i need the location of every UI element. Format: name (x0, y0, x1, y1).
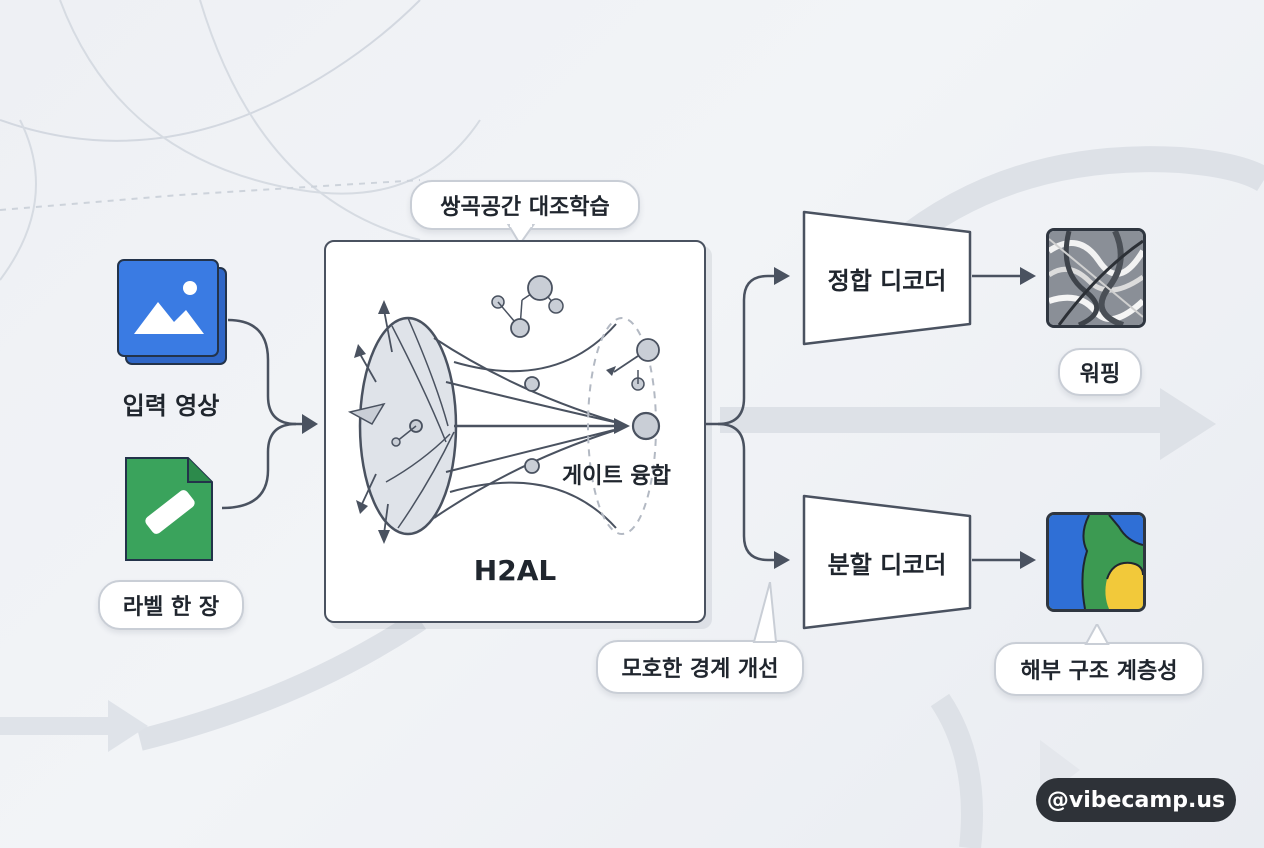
registration-decoder: 정합 디코더 (800, 206, 974, 350)
segmentation-pattern (1049, 515, 1143, 609)
decoder-shape (802, 494, 972, 630)
decoder-shape (802, 210, 972, 346)
watermark: @vibecamp.us (1036, 778, 1236, 822)
warp-pattern (1049, 231, 1143, 325)
warping-pill: 워핑 (1058, 348, 1142, 396)
registration-decoder-label: 정합 디코더 (827, 266, 947, 295)
h2al-module: 게이트 융합 H2AL (324, 240, 706, 623)
hyperbolic-embedding-diagram (347, 275, 661, 544)
segmentation-decoder: 분할 디코더 (800, 490, 974, 634)
gate-fusion-label: 게이트 융합 (562, 464, 671, 489)
label-one-pill: 라벨 한 장 (98, 580, 244, 630)
callout-tail (506, 224, 536, 246)
anatomy-callout: 해부 구조 계층성 (994, 642, 1204, 696)
image-icon (117, 259, 227, 365)
boundary-callout: 모호한 경계 개선 (596, 640, 804, 694)
segmentation-thumbnail (1046, 512, 1146, 612)
warp-thumbnail (1046, 228, 1146, 328)
label-file-icon (125, 457, 213, 561)
h2al-title: H2AL (473, 554, 557, 587)
callout-tail (1084, 624, 1110, 645)
segmentation-decoder-label: 분할 디코더 (827, 550, 947, 579)
hyperbolic-callout: 쌍곡공간 대조학습 (410, 180, 640, 230)
input-image-label: 입력 영상 (122, 392, 220, 420)
callout-tail (752, 582, 778, 643)
